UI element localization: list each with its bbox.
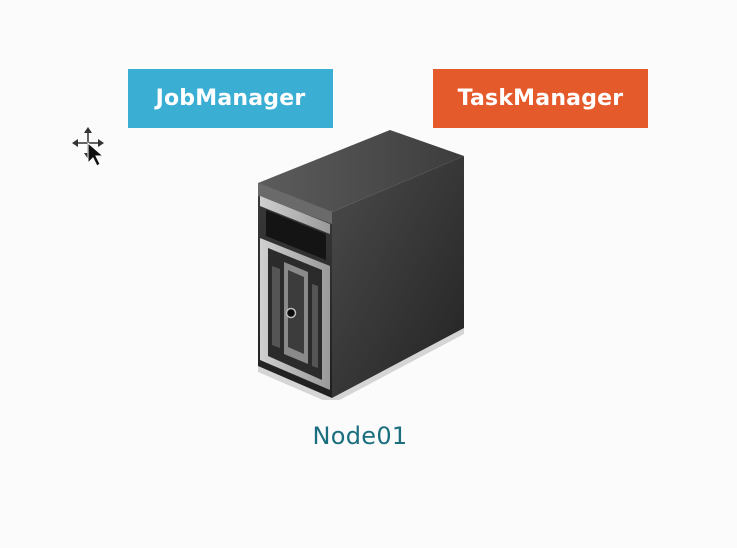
jobmanager-label: JobManager bbox=[128, 69, 333, 128]
server-tower-icon bbox=[258, 130, 464, 400]
jobmanager-label-text: JobManager bbox=[155, 86, 306, 111]
move-cursor-icon bbox=[72, 127, 105, 167]
taskmanager-label: TaskManager bbox=[433, 69, 648, 128]
node-label: Node01 bbox=[312, 422, 408, 450]
taskmanager-label-text: TaskManager bbox=[457, 86, 624, 111]
